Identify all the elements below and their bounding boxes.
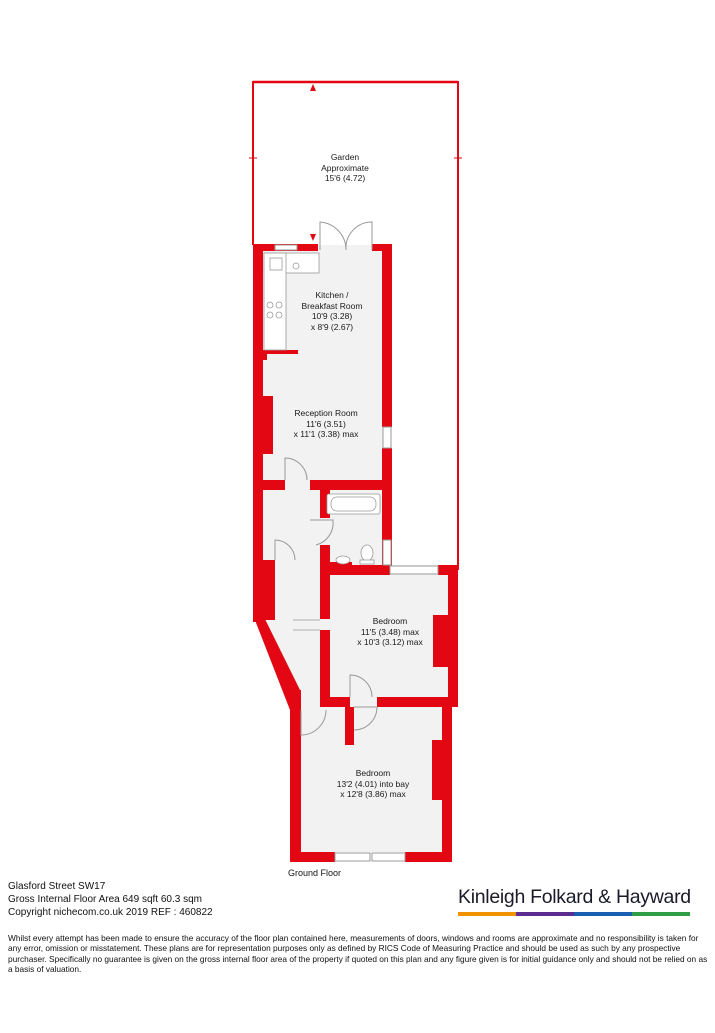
brand-color-bar — [458, 912, 690, 916]
copyright: Copyright nichecom.co.uk 2019 REF : 4608… — [8, 907, 213, 918]
garden-size: 15'6 (4.72) — [324, 173, 366, 183]
reception-size-2: x 11'1 (3.38) max — [293, 429, 359, 439]
toilet-icon — [360, 544, 374, 562]
bedroom1-size-2: x 10'3 (3.12) max — [357, 637, 423, 647]
kitchen-label: Kitchen / Breakfast Room 10'9 (3.28) x 8… — [282, 290, 382, 332]
kitchen-size-1: 10'9 (3.28) — [311, 311, 353, 321]
reception-name: Reception Room — [294, 408, 358, 418]
fixtures — [263, 252, 381, 631]
reception-size-1: 11'6 (3.51) — [306, 418, 346, 429]
basin-icon — [335, 555, 351, 565]
brand-bar-blue — [574, 912, 632, 916]
kitchen-size-2: x 8'9 (2.67) — [310, 321, 354, 332]
brand-bar-purple — [516, 912, 574, 916]
windows — [274, 244, 439, 862]
brand-name: Kinleigh Folkard & Hayward — [458, 886, 691, 908]
kitchen-name-2: Breakfast Room — [301, 300, 363, 311]
bedroom2-name: Bedroom — [355, 768, 391, 778]
garden-name: Garden — [330, 152, 360, 162]
hob-icon — [266, 301, 274, 309]
brand-bar-green — [632, 912, 690, 916]
kitchen-side-counter — [263, 252, 287, 351]
floor-area: Gross Internal Floor Area 649 sqft 60.3 … — [8, 894, 202, 905]
garden-area — [249, 80, 462, 570]
north-arrow-icon — [310, 84, 316, 91]
bedroom2-size-1: 13'2 (4.01) into bay — [336, 778, 410, 789]
bedroom1-name: Bedroom — [372, 616, 408, 626]
brand-bar-orange — [458, 912, 516, 916]
kitchen-name: Kitchen / — [315, 290, 349, 300]
disclaimer: Whilst every attempt has been made to en… — [8, 933, 708, 974]
address: Glasford Street SW17 — [8, 881, 106, 892]
floor-label: Ground Floor — [288, 868, 342, 878]
sink-bowl — [292, 262, 300, 270]
reception-label: Reception Room 11'6 (3.51) x 11'1 (3.38)… — [272, 408, 380, 440]
bedroom1-size-1: 11'5 (3.48) max — [360, 626, 420, 637]
bedroom2-label: Bedroom 13'2 (4.01) into bay x 12'8 (3.8… — [318, 768, 428, 800]
property-info: Glasford Street SW17 Gross Internal Floo… — [8, 880, 213, 919]
garden-note: Approximate — [321, 162, 369, 173]
entry-arrow-icon — [310, 234, 316, 241]
bedroom1-label: Bedroom 11'5 (3.48) max x 10'3 (3.12) ma… — [340, 616, 440, 648]
garden-label: Garden Approximate 15'6 (4.72) — [305, 152, 385, 184]
bedroom2-size-2: x 12'8 (3.86) max — [340, 789, 406, 799]
sink-icon — [269, 257, 283, 271]
doors — [274, 221, 378, 736]
brand-logo: Kinleigh Folkard & Hayward — [458, 886, 693, 916]
